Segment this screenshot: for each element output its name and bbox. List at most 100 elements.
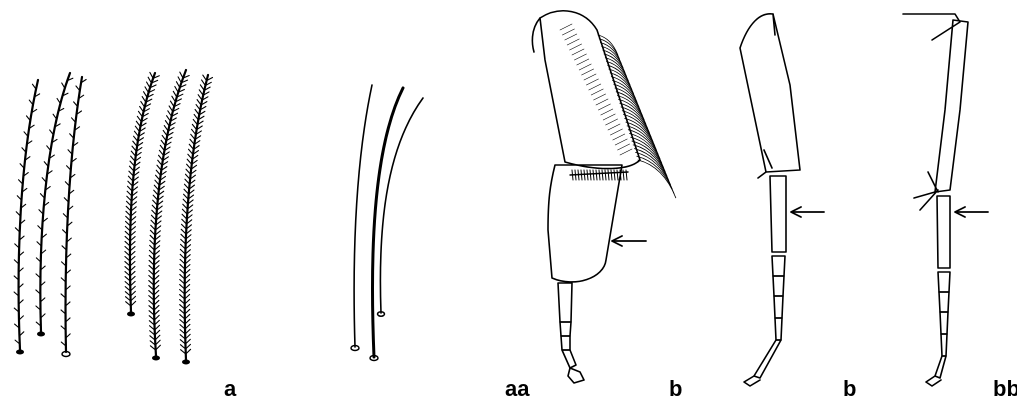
leg-hatching (562, 29, 574, 35)
leg-hair (638, 160, 676, 198)
seta-barb (203, 75, 207, 81)
seta-barb (140, 106, 144, 112)
tarsomere-1 (558, 283, 572, 322)
leg-hatching (574, 54, 586, 60)
seta-barb (137, 116, 141, 121)
tarsomere-3 (561, 336, 570, 350)
seta-barb (196, 105, 200, 110)
spiny-seta (66, 77, 82, 352)
seta-barb (165, 121, 169, 126)
seta-barb (194, 114, 198, 119)
comb-tooth (611, 170, 612, 180)
comb-tooth (575, 170, 576, 180)
tarsomere-2 (560, 322, 571, 336)
seta-socket (62, 352, 70, 357)
leg-hatching (598, 104, 610, 110)
seta-socket (378, 312, 385, 316)
panel-a-spiny-setae (14, 70, 212, 365)
tibia-outline (740, 14, 800, 172)
seta-barb (164, 126, 168, 131)
seta-barb (198, 95, 202, 100)
seta-barb (163, 130, 167, 135)
leg-hatching (589, 84, 601, 90)
femur-stub (773, 14, 775, 35)
comb-tooth (584, 170, 585, 180)
panel-label-b-first: b (669, 378, 682, 400)
leg-hatching (567, 39, 579, 45)
leg-hatching (620, 149, 632, 155)
seta-barb (175, 87, 178, 93)
leg-hatching (577, 59, 589, 65)
leg-hatching (613, 134, 625, 140)
comb-tooth (623, 170, 624, 180)
comb-tooth (572, 170, 573, 180)
tarsomere (940, 312, 948, 334)
seta-barb (200, 85, 204, 91)
comb-tooth (614, 170, 615, 180)
spiny-seta (130, 73, 155, 312)
seta-socket (152, 356, 160, 361)
seta-socket (16, 350, 24, 355)
basitarsus-outline (937, 196, 950, 268)
claw-segment (568, 368, 584, 383)
leg-hatching (603, 114, 615, 120)
spiny-seta (19, 80, 38, 350)
seta-barb (195, 110, 199, 115)
basitarsus-outline (770, 176, 786, 252)
seta-barb (176, 82, 179, 88)
basitarsus-outline (548, 165, 622, 282)
seta-barb (62, 83, 65, 88)
panel-aa-smooth-setae (351, 85, 423, 361)
seta-barb (57, 98, 60, 103)
smooth-seta (354, 85, 372, 347)
comb-tooth (617, 170, 618, 180)
smooth-seta (372, 88, 403, 357)
comb-tooth (578, 170, 579, 180)
seta-barb (150, 72, 153, 78)
comb-tooth (602, 170, 603, 180)
panel-label-bb: bb (993, 378, 1017, 400)
comb-tooth (581, 170, 582, 180)
tarsomere (772, 256, 785, 276)
tarsomere (773, 276, 784, 296)
leg-hatching (606, 119, 618, 125)
leg-hatching (608, 124, 620, 130)
tarsomere (939, 292, 949, 312)
leg-hatching (586, 79, 598, 85)
seta-barb (180, 72, 183, 78)
femur-stub (532, 18, 540, 52)
seta-barb (167, 116, 171, 122)
seta-barb (172, 96, 176, 102)
seta-barb (173, 91, 177, 97)
tarsomere (774, 296, 783, 318)
seta-barb (147, 82, 150, 88)
leg-hatching (615, 139, 627, 145)
seta-barb (144, 92, 148, 98)
tarsomere (775, 318, 782, 340)
seta-barb (148, 77, 151, 83)
panel-label-a: a (224, 378, 236, 400)
comb-tooth (608, 170, 609, 180)
leg-hatching (560, 24, 572, 30)
comb-tooth (605, 170, 606, 180)
leg-hatching (579, 64, 591, 70)
seta-barb (199, 90, 203, 95)
panel-bb-thin-leg (903, 14, 988, 386)
leg-hatching (584, 74, 596, 80)
leg-hatching (618, 144, 630, 150)
leg-hatching (582, 69, 594, 75)
seta-barb (141, 102, 145, 108)
seta-barb (170, 101, 174, 107)
panel-b-hairy-leg (532, 11, 675, 383)
comb-tooth (599, 170, 600, 180)
seta-socket (127, 312, 135, 317)
tibia-outline (935, 20, 968, 192)
seta-barb (197, 100, 201, 105)
seta-barb (142, 97, 146, 103)
tarsomere (938, 272, 950, 292)
leg-hatching (565, 34, 577, 40)
tarsomere (754, 340, 781, 378)
leg-hatching (601, 109, 613, 115)
seta-socket (351, 346, 359, 351)
